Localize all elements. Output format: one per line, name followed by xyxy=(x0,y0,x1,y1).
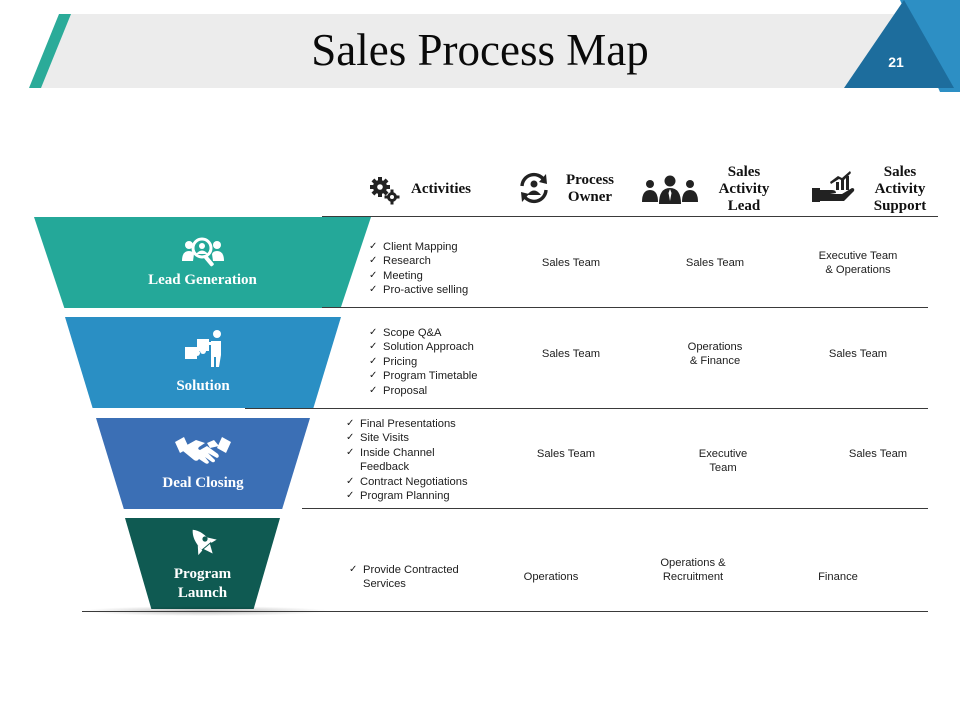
stage-label-deal-closing: Deal Closing xyxy=(162,475,244,491)
title-band xyxy=(30,14,900,88)
column-header-sales-activity-support: Sales Activity Support xyxy=(873,164,927,214)
owner-cell-solution: Sales Team xyxy=(541,348,601,360)
stage-lead-generation: Lead Generation xyxy=(34,217,371,308)
activities-list-deal-closing: Final Presentations Site Visits Inside C… xyxy=(346,417,496,504)
activity-item: Meeting xyxy=(369,269,509,284)
activity-item: Proposal xyxy=(369,384,509,399)
activities-list-solution: Scope Q&A Solution Approach Pricing Prog… xyxy=(369,326,509,398)
stage-solution: Solution xyxy=(65,317,341,408)
owner-cell-program-launch: Operations xyxy=(523,571,579,583)
growth-hand-icon xyxy=(810,170,856,206)
column-header-sales-activity-lead: Sales Activity Lead xyxy=(718,164,770,214)
lead-cell-program-launch: Operations & Recruitment xyxy=(660,557,726,583)
lead-cell-lead-generation: Sales Team xyxy=(685,257,745,269)
puzzle-person-icon xyxy=(181,329,225,369)
activities-list-lead-generation: Client Mapping Research Meeting Pro-acti… xyxy=(369,240,509,298)
stage-deal-closing: Deal Closing xyxy=(96,418,310,509)
column-header-activities: Activities xyxy=(411,181,471,197)
column-header-process-owner: Process Owner xyxy=(565,172,615,205)
activity-item: Solution Approach xyxy=(369,340,509,355)
activity-item: Inside Channel Feedback xyxy=(346,446,452,475)
activities-list-program-launch: Provide Contracted Services xyxy=(349,563,489,592)
activity-item: Pricing xyxy=(369,355,509,370)
stage-label-program-launch: Program Launch xyxy=(173,565,232,601)
stage-label-lead-generation: Lead Generation xyxy=(148,272,257,288)
rocket-icon xyxy=(186,525,220,559)
activity-item: Program Planning xyxy=(346,489,496,504)
lead-cell-deal-closing: Executive Team xyxy=(698,448,748,474)
activity-item: Program Timetable xyxy=(369,369,509,384)
stage-label-solution: Solution xyxy=(176,378,230,394)
activity-item: Contract Negotiations xyxy=(346,475,496,490)
activity-item: Final Presentations xyxy=(346,417,496,432)
page-number: 21 xyxy=(888,54,904,70)
activity-item: Scope Q&A xyxy=(369,326,509,341)
activity-item: Client Mapping xyxy=(369,240,509,255)
row-rule-3 xyxy=(302,508,928,509)
row-rule-1 xyxy=(322,307,928,308)
header-rule xyxy=(322,216,938,217)
support-cell-solution: Sales Team xyxy=(828,348,888,360)
support-cell-program-launch: Finance xyxy=(818,571,858,583)
gears-icon xyxy=(369,174,401,206)
support-cell-deal-closing: Sales Team xyxy=(848,448,908,460)
team-icon xyxy=(640,174,700,204)
row-rule-2 xyxy=(245,408,928,409)
activity-item: Site Visits xyxy=(346,431,496,446)
page-title: Sales Process Map xyxy=(311,25,649,75)
stage-program-launch: Program Launch xyxy=(125,518,280,609)
owner-cell-deal-closing: Sales Team xyxy=(536,448,596,460)
cycle-person-icon xyxy=(516,170,552,206)
activity-item: Pro-active selling xyxy=(369,283,509,298)
people-search-icon xyxy=(181,235,225,271)
support-cell-lead-generation: Executive Team & Operations xyxy=(818,250,898,276)
row-rule-4 xyxy=(82,611,928,612)
lead-cell-solution: Operations & Finance xyxy=(687,341,743,367)
activity-item: Research xyxy=(369,254,509,269)
owner-cell-lead-generation: Sales Team xyxy=(541,257,601,269)
handshake-icon xyxy=(174,434,232,466)
activity-item: Provide Contracted Services xyxy=(349,563,475,592)
